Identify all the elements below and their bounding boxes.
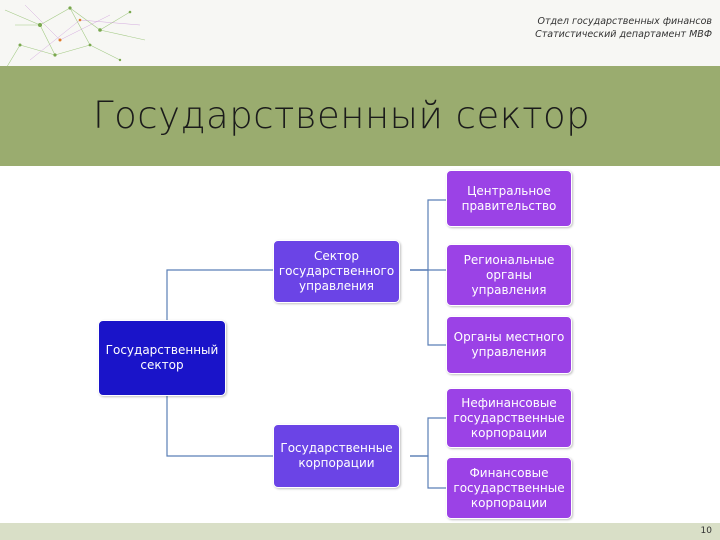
node-nonfinancial-corporations-label: Нефинансовые государственные корпорации <box>453 395 565 440</box>
node-public-corporations: Государственные корпорации <box>273 424 400 488</box>
node-nonfinancial-corporations: Нефинансовые государственные корпорации <box>446 388 572 448</box>
connector-root-general <box>166 269 273 320</box>
node-general-government-label: Сектор государственного управления <box>278 249 395 293</box>
node-central-government-label: Центральное правительство <box>461 183 557 213</box>
node-local-government-label: Органы местного управления <box>453 330 565 359</box>
connector-root-corps <box>166 394 273 457</box>
node-regional-government: Региональные органы управления <box>446 244 572 306</box>
network-decoration-icon <box>4 4 146 71</box>
connector-general-central <box>410 199 446 271</box>
node-public-corporations-label: Государственные корпорации <box>280 441 393 470</box>
node-root: Государственный сектор <box>98 320 226 396</box>
node-general-government: Сектор государственного управления <box>273 240 400 303</box>
page-title: Государственный сектор <box>93 94 591 137</box>
node-financial-corporations-label: Финансовые государственные корпорации <box>453 465 565 510</box>
page-number: 10 <box>700 526 712 536</box>
header-info: Отдел государственных финансов Статистич… <box>412 15 712 41</box>
connector-corps-financial <box>410 455 446 489</box>
header-division: Статистический департамент МВФ <box>535 29 712 40</box>
node-central-government: Центральное правительство <box>446 170 572 227</box>
connector-corps-nonfinancial <box>410 417 446 457</box>
node-regional-government-label: Региональные органы управления <box>463 252 555 297</box>
node-financial-corporations: Финансовые государственные корпорации <box>446 457 572 519</box>
header-department: Отдел государственных финансов <box>537 16 712 27</box>
node-root-label: Государственный сектор <box>105 343 219 372</box>
footer-strip <box>0 523 720 540</box>
title-bar <box>0 66 720 166</box>
header-band <box>0 0 720 66</box>
connector-general-local <box>410 269 446 346</box>
node-local-government: Органы местного управления <box>446 316 572 374</box>
